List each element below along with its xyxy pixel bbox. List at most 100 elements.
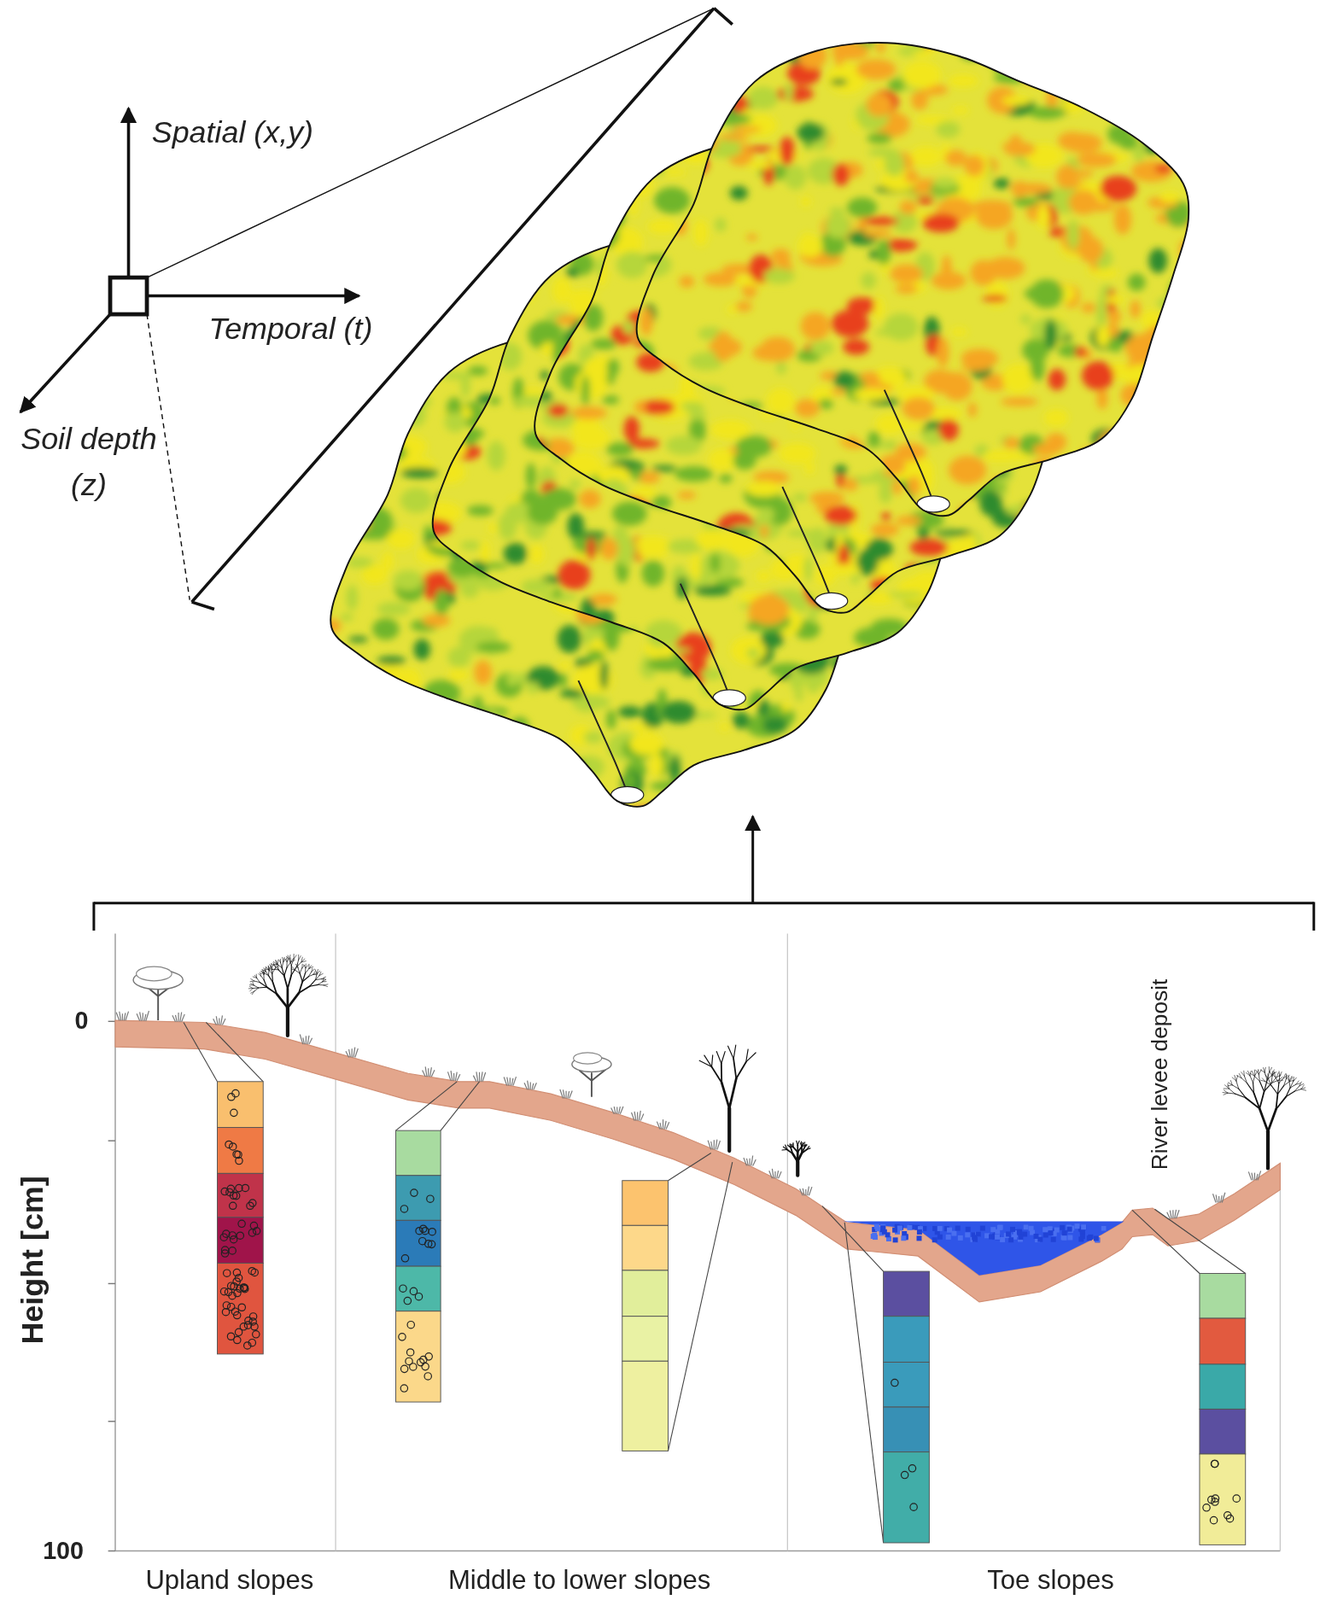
map-patch	[460, 540, 481, 550]
map-patch	[1131, 161, 1173, 182]
map-patch	[910, 538, 949, 556]
map-patch	[850, 760, 867, 769]
map-patch	[643, 522, 669, 544]
map-patch	[697, 800, 730, 817]
map-patch	[1044, 319, 1058, 350]
map-patch	[978, 569, 992, 579]
map-patch	[601, 395, 620, 405]
map-patch	[980, 666, 1015, 684]
map-patch	[552, 158, 572, 170]
map-patch	[686, 715, 707, 740]
map-patch	[578, 531, 608, 538]
map-patch	[307, 373, 339, 388]
map-patch	[1132, 32, 1169, 53]
map-patch	[1171, 129, 1187, 147]
map-patch	[411, 567, 441, 593]
map-patch	[614, 510, 625, 538]
map-patch	[963, 155, 985, 177]
map-patch	[433, 461, 466, 485]
map-patch	[1209, 491, 1227, 517]
map-patch	[829, 207, 847, 215]
map-patch	[685, 106, 709, 116]
map-patch	[572, 558, 590, 573]
map-patch	[735, 301, 753, 312]
map-patch	[525, 462, 537, 489]
map-patch	[393, 770, 422, 779]
map-layer	[597, 18, 1243, 556]
map-patch	[398, 623, 438, 637]
map-patch	[664, 129, 705, 155]
map-patch	[528, 133, 555, 152]
map-patch	[629, 732, 665, 756]
map-patch	[990, 49, 1011, 73]
map-patch	[345, 584, 358, 611]
map-patch	[618, 706, 642, 719]
map-patch	[845, 677, 884, 705]
map-patch	[858, 454, 873, 469]
map-patch	[1011, 589, 1027, 619]
map-patch	[654, 113, 668, 136]
map-patch	[1081, 507, 1110, 536]
map-patch	[1064, 133, 1103, 153]
map-patch	[476, 357, 496, 374]
map-patch	[778, 443, 816, 465]
map-patch	[378, 332, 404, 353]
map-patch	[377, 655, 407, 666]
map-patch	[1109, 495, 1146, 508]
map-patch	[1130, 299, 1141, 319]
map-patch	[519, 810, 540, 830]
map-patch	[409, 399, 423, 415]
map-patch	[1199, 335, 1236, 355]
map-patch	[718, 473, 732, 484]
map-patch	[743, 602, 778, 614]
map-patch	[481, 347, 503, 357]
map-patch	[969, 260, 997, 287]
map-patch	[1104, 607, 1122, 616]
map-stack	[292, 18, 1242, 843]
map-patch	[600, 660, 609, 690]
map-patch	[714, 217, 727, 233]
map-patch	[730, 636, 766, 665]
map-patch	[637, 572, 672, 596]
map-patch	[672, 215, 688, 236]
map-patch	[756, 816, 783, 838]
map-patch	[386, 528, 415, 550]
map-patch	[797, 234, 823, 257]
map-patch	[448, 778, 477, 789]
map-patch	[887, 591, 924, 598]
map-patch	[700, 551, 741, 581]
map-patch	[480, 731, 520, 743]
map-patch	[846, 661, 880, 671]
map-patch	[919, 565, 932, 582]
map-patch	[397, 397, 426, 419]
stream-line	[688, 517, 719, 590]
map-patch	[406, 362, 440, 370]
map-patch	[520, 465, 557, 496]
map-patch	[1027, 30, 1065, 40]
map-patch	[716, 620, 732, 629]
map-patch	[331, 753, 344, 773]
map-patch	[899, 811, 917, 838]
map-patch	[411, 407, 424, 432]
map-patch	[652, 132, 670, 162]
map-patch	[530, 625, 559, 637]
map-patch	[1092, 489, 1101, 502]
map-patch	[517, 313, 542, 330]
map-patch	[794, 398, 820, 418]
map-patch	[526, 245, 551, 269]
map-patch	[512, 803, 538, 822]
map-patch	[639, 157, 666, 170]
map-patch	[859, 788, 878, 798]
map-patch	[464, 819, 488, 840]
map-patch	[808, 482, 847, 491]
map-patch	[602, 623, 620, 651]
map-patch	[677, 490, 696, 499]
map-patch	[368, 726, 386, 752]
map-patch	[853, 472, 881, 498]
map-patch	[746, 749, 765, 766]
map-patch	[760, 630, 784, 649]
map-patch	[1042, 58, 1072, 81]
map-patch	[666, 536, 684, 555]
map-patch	[675, 167, 690, 194]
